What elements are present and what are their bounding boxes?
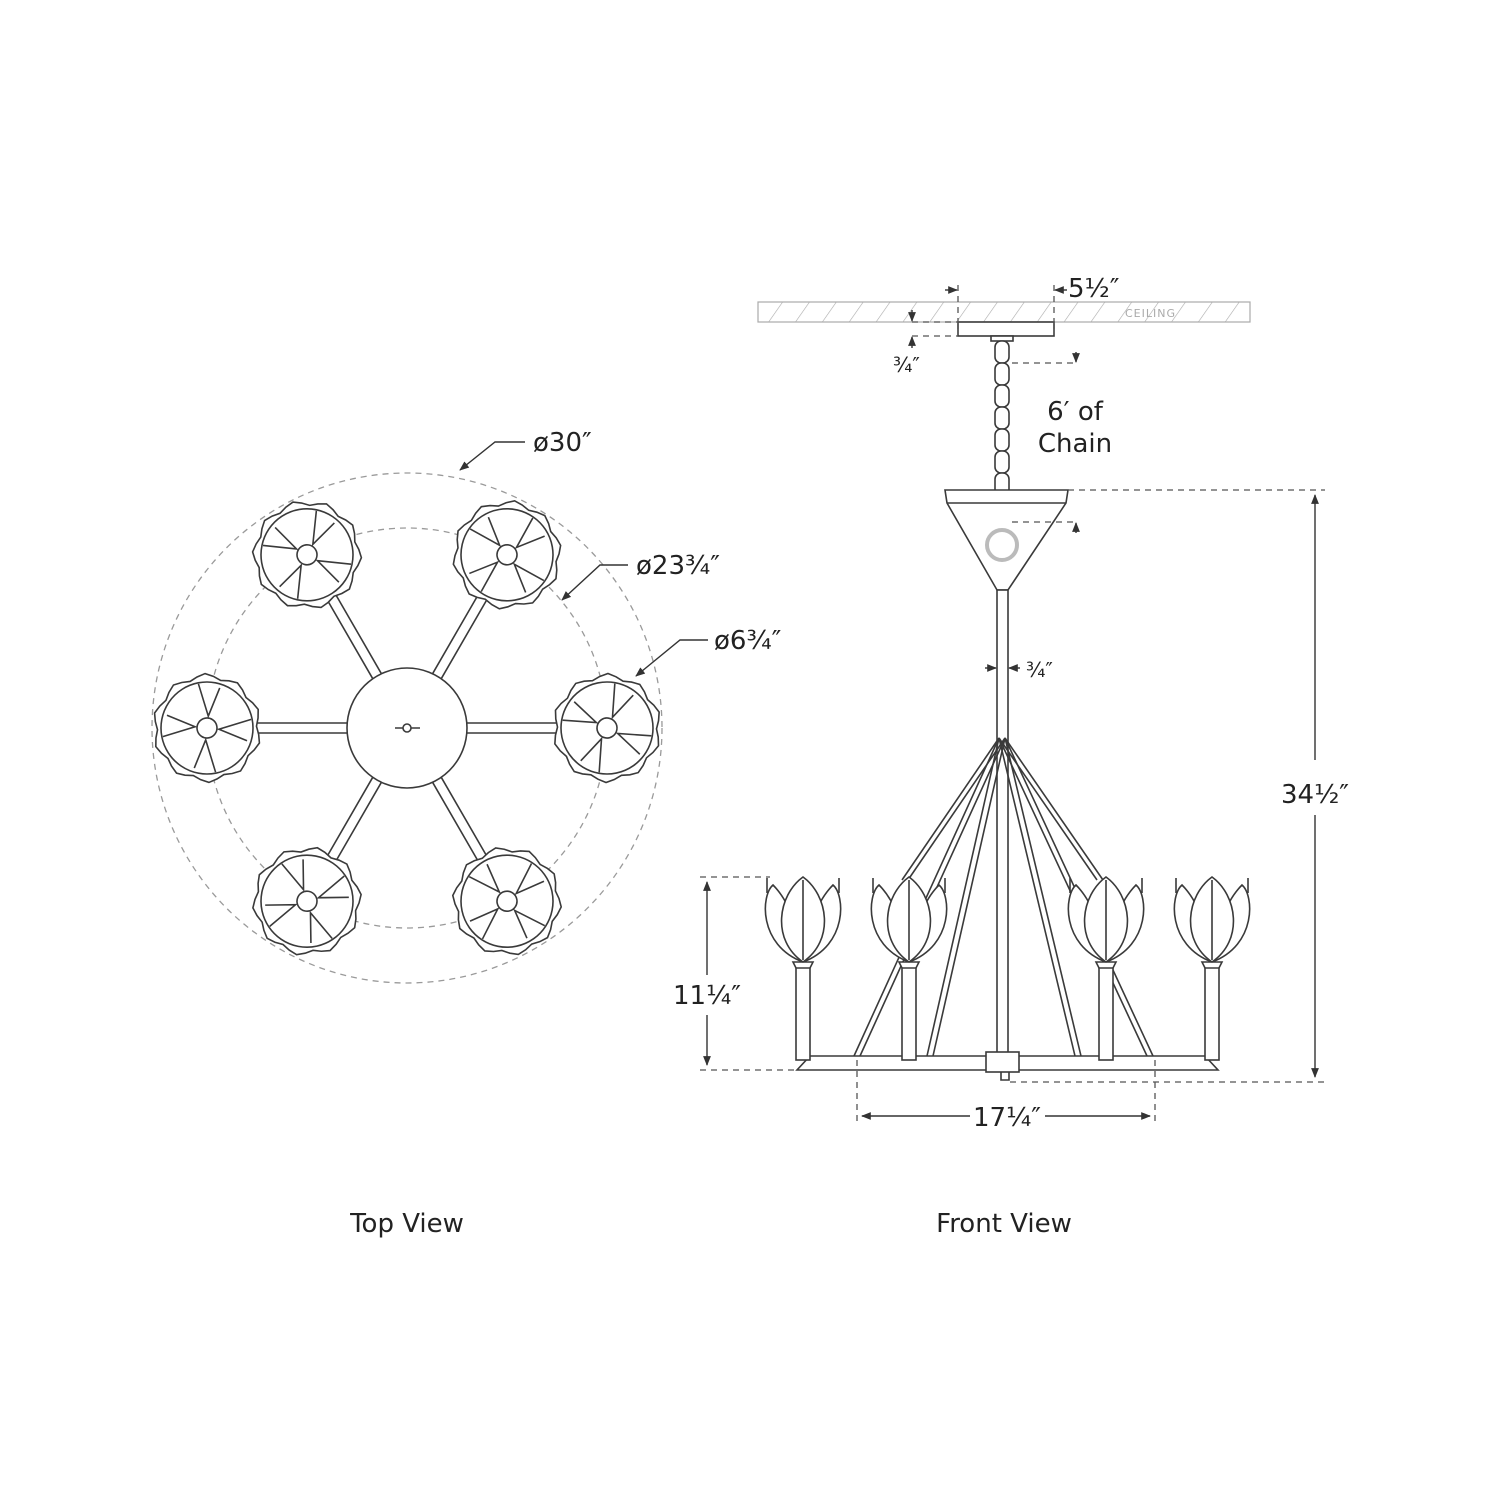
canopy bbox=[957, 321, 1055, 337]
front-flower-cups bbox=[764, 876, 1251, 1061]
center-stem bbox=[996, 589, 1009, 1061]
chain-length-line2: Chain bbox=[1038, 429, 1112, 459]
arm bbox=[326, 777, 374, 856]
arm bbox=[440, 600, 488, 679]
flower-shade-icon bbox=[251, 501, 363, 609]
arms bbox=[257, 595, 557, 861]
support-arm bbox=[1004, 737, 1082, 1057]
center-hub-bottom bbox=[985, 1051, 1020, 1073]
overall-height-label: 34½″ bbox=[1281, 780, 1349, 810]
flower-shades bbox=[153, 499, 660, 956]
chain-link bbox=[994, 428, 1010, 452]
chain-link bbox=[994, 450, 1010, 474]
inner-diameter-label: ø23¾″ bbox=[636, 551, 720, 581]
flower-shade-icon bbox=[554, 672, 660, 784]
top-view-caption: Top View bbox=[349, 1209, 464, 1239]
support-arm bbox=[998, 737, 1076, 1057]
support-arm bbox=[926, 737, 1000, 1057]
flower-shade-icon bbox=[452, 499, 562, 610]
flower-shade-icon bbox=[252, 846, 362, 956]
shade-diameter-label: ø6¾″ bbox=[714, 626, 782, 656]
support-arm bbox=[998, 737, 1098, 881]
shade-height-label: 11¼″ bbox=[673, 981, 741, 1011]
cone-ring bbox=[985, 528, 1019, 562]
canopy-width-label: 5½″ bbox=[1068, 274, 1120, 304]
tulip-shade-icon bbox=[1067, 876, 1145, 1061]
arm bbox=[440, 777, 488, 856]
arm bbox=[326, 600, 374, 679]
chain-link bbox=[994, 406, 1010, 430]
chain-link bbox=[994, 384, 1010, 408]
arm bbox=[335, 782, 383, 861]
support-arm bbox=[932, 737, 1006, 1057]
chain-link bbox=[994, 340, 1010, 364]
outer-diameter-label: ø30″ bbox=[533, 428, 592, 458]
outer-diameter-circle bbox=[151, 472, 663, 984]
base-width-label: 17¼″ bbox=[973, 1103, 1041, 1133]
stem-width-label: ¾″ bbox=[1026, 658, 1053, 682]
front-arms bbox=[853, 737, 1154, 1057]
chain-link bbox=[994, 362, 1010, 386]
arm bbox=[431, 595, 479, 674]
hub-fixture-icon bbox=[395, 723, 420, 733]
shade-diameter-leader bbox=[635, 639, 708, 677]
top-view: ø30″ ø23¾″ ø6¾″ Top View bbox=[151, 428, 782, 1239]
top-cone bbox=[944, 489, 1069, 591]
front-view-caption: Front View bbox=[936, 1209, 1072, 1239]
outer-diameter-leader bbox=[459, 441, 525, 471]
tulip-shade-icon bbox=[764, 876, 842, 1061]
arm bbox=[431, 782, 479, 861]
support-arm bbox=[907, 737, 1006, 881]
flower-shade-icon bbox=[153, 672, 261, 784]
tulip-shade-icon bbox=[1173, 876, 1251, 1061]
tulip-shade-icon bbox=[870, 876, 948, 1061]
chain-length-line1: 6′ of bbox=[1047, 397, 1104, 427]
support-arm bbox=[1004, 737, 1104, 881]
front-view: CEILING 5½″ ¾″ 6′ of Chain ¾″ bbox=[673, 274, 1349, 1239]
inner-diameter-leader bbox=[561, 564, 628, 601]
ceiling-label: CEILING bbox=[1125, 307, 1176, 320]
canopy-depth-label: ¾″ bbox=[893, 353, 920, 377]
finial bbox=[1000, 1072, 1010, 1081]
support-arm bbox=[901, 737, 1000, 881]
support-arm bbox=[853, 737, 1000, 1057]
arm bbox=[335, 595, 383, 674]
ceiling bbox=[757, 301, 1251, 323]
flower-shade-icon bbox=[451, 847, 563, 956]
